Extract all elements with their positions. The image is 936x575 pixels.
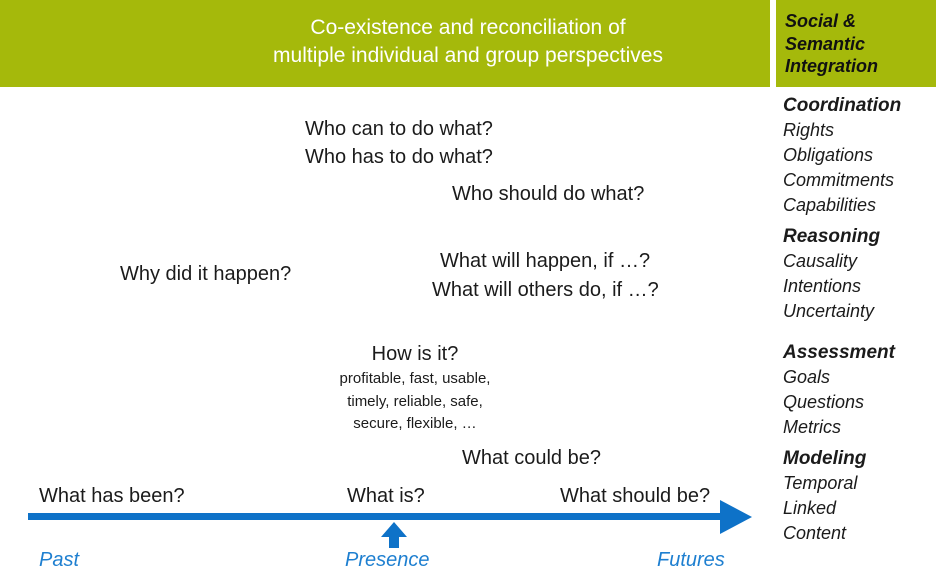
side-label-line3: Integration xyxy=(785,56,878,76)
question-who-has: Who has to do what? xyxy=(305,146,493,168)
category-group-modeling: Modeling Temporal Linked Content xyxy=(783,446,936,546)
how-detail-line1: profitable, fast, usable, xyxy=(339,370,491,387)
how-detail-line2: timely, reliable, safe, xyxy=(347,392,483,410)
category-item: Questions xyxy=(783,392,865,412)
category-group-reasoning: Reasoning Causality Intentions Uncertain… xyxy=(783,224,936,324)
question-what-should-be: What should be? xyxy=(560,485,711,507)
how-detail-line3: secure, flexible, … xyxy=(353,415,477,432)
slide-title-line1: Co-existence and reconciliation of xyxy=(310,16,626,39)
category-item: Intentions xyxy=(783,276,862,296)
side-label: Social & Semantic Integration xyxy=(785,10,878,78)
category-item: Goals xyxy=(783,367,831,387)
side-label-line1: Social & xyxy=(785,11,857,31)
timeline-arrow-shaft xyxy=(28,513,722,520)
timeline-arrowhead-icon xyxy=(720,500,752,534)
question-what-could-be: What could be? xyxy=(462,447,601,469)
category-item: Temporal xyxy=(783,473,858,493)
timeline-label-futures: Futures xyxy=(657,549,725,571)
question-who-can: Who can to do what? xyxy=(305,118,493,140)
category-item: Capabilities xyxy=(783,195,877,215)
category-group-coordination: Coordination Rights Obligations Commitme… xyxy=(783,93,936,218)
side-label-line2: Semantic xyxy=(785,33,866,54)
category-item: Obligations xyxy=(783,145,874,165)
category-title: Reasoning xyxy=(783,226,881,247)
timeline-label-past: Past xyxy=(39,549,80,571)
slide-title-line2: multiple individual and group perspectiv… xyxy=(273,44,663,67)
question-what-will-others: What will others do, if …? xyxy=(432,279,659,301)
category-item: Uncertainty xyxy=(783,301,875,321)
question-why-did: Why did it happen? xyxy=(120,263,292,285)
header-side-banner xyxy=(776,0,936,87)
category-item: Commitments xyxy=(783,170,895,190)
category-item: Content xyxy=(783,523,847,543)
category-group-assessment: Assessment Goals Questions Metrics xyxy=(783,340,936,440)
category-item: Metrics xyxy=(783,417,841,437)
present-marker-arrowhead-icon xyxy=(381,522,407,537)
question-what-is: What is? xyxy=(347,485,425,507)
slide-title: Co-existence and reconciliation of multi… xyxy=(0,14,936,70)
question-how-is-it: How is it? xyxy=(371,343,459,365)
header-banner xyxy=(0,0,770,87)
question-what-has-been: What has been? xyxy=(39,485,185,507)
category-item: Rights xyxy=(783,120,835,140)
timeline-label-presence: Presence xyxy=(345,549,430,571)
category-title: Coordination xyxy=(783,95,902,116)
question-who-should: Who should do what? xyxy=(452,183,645,205)
question-what-will-happen: What will happen, if …? xyxy=(440,250,651,272)
how-is-it-block: How is it? profitable, fast, usable, tim… xyxy=(280,341,550,436)
category-item: Causality xyxy=(783,251,858,271)
category-title: Assessment xyxy=(783,342,895,363)
category-item: Linked xyxy=(783,498,837,518)
present-marker-arrow-shaft xyxy=(389,537,399,548)
category-title: Modeling xyxy=(783,448,867,469)
